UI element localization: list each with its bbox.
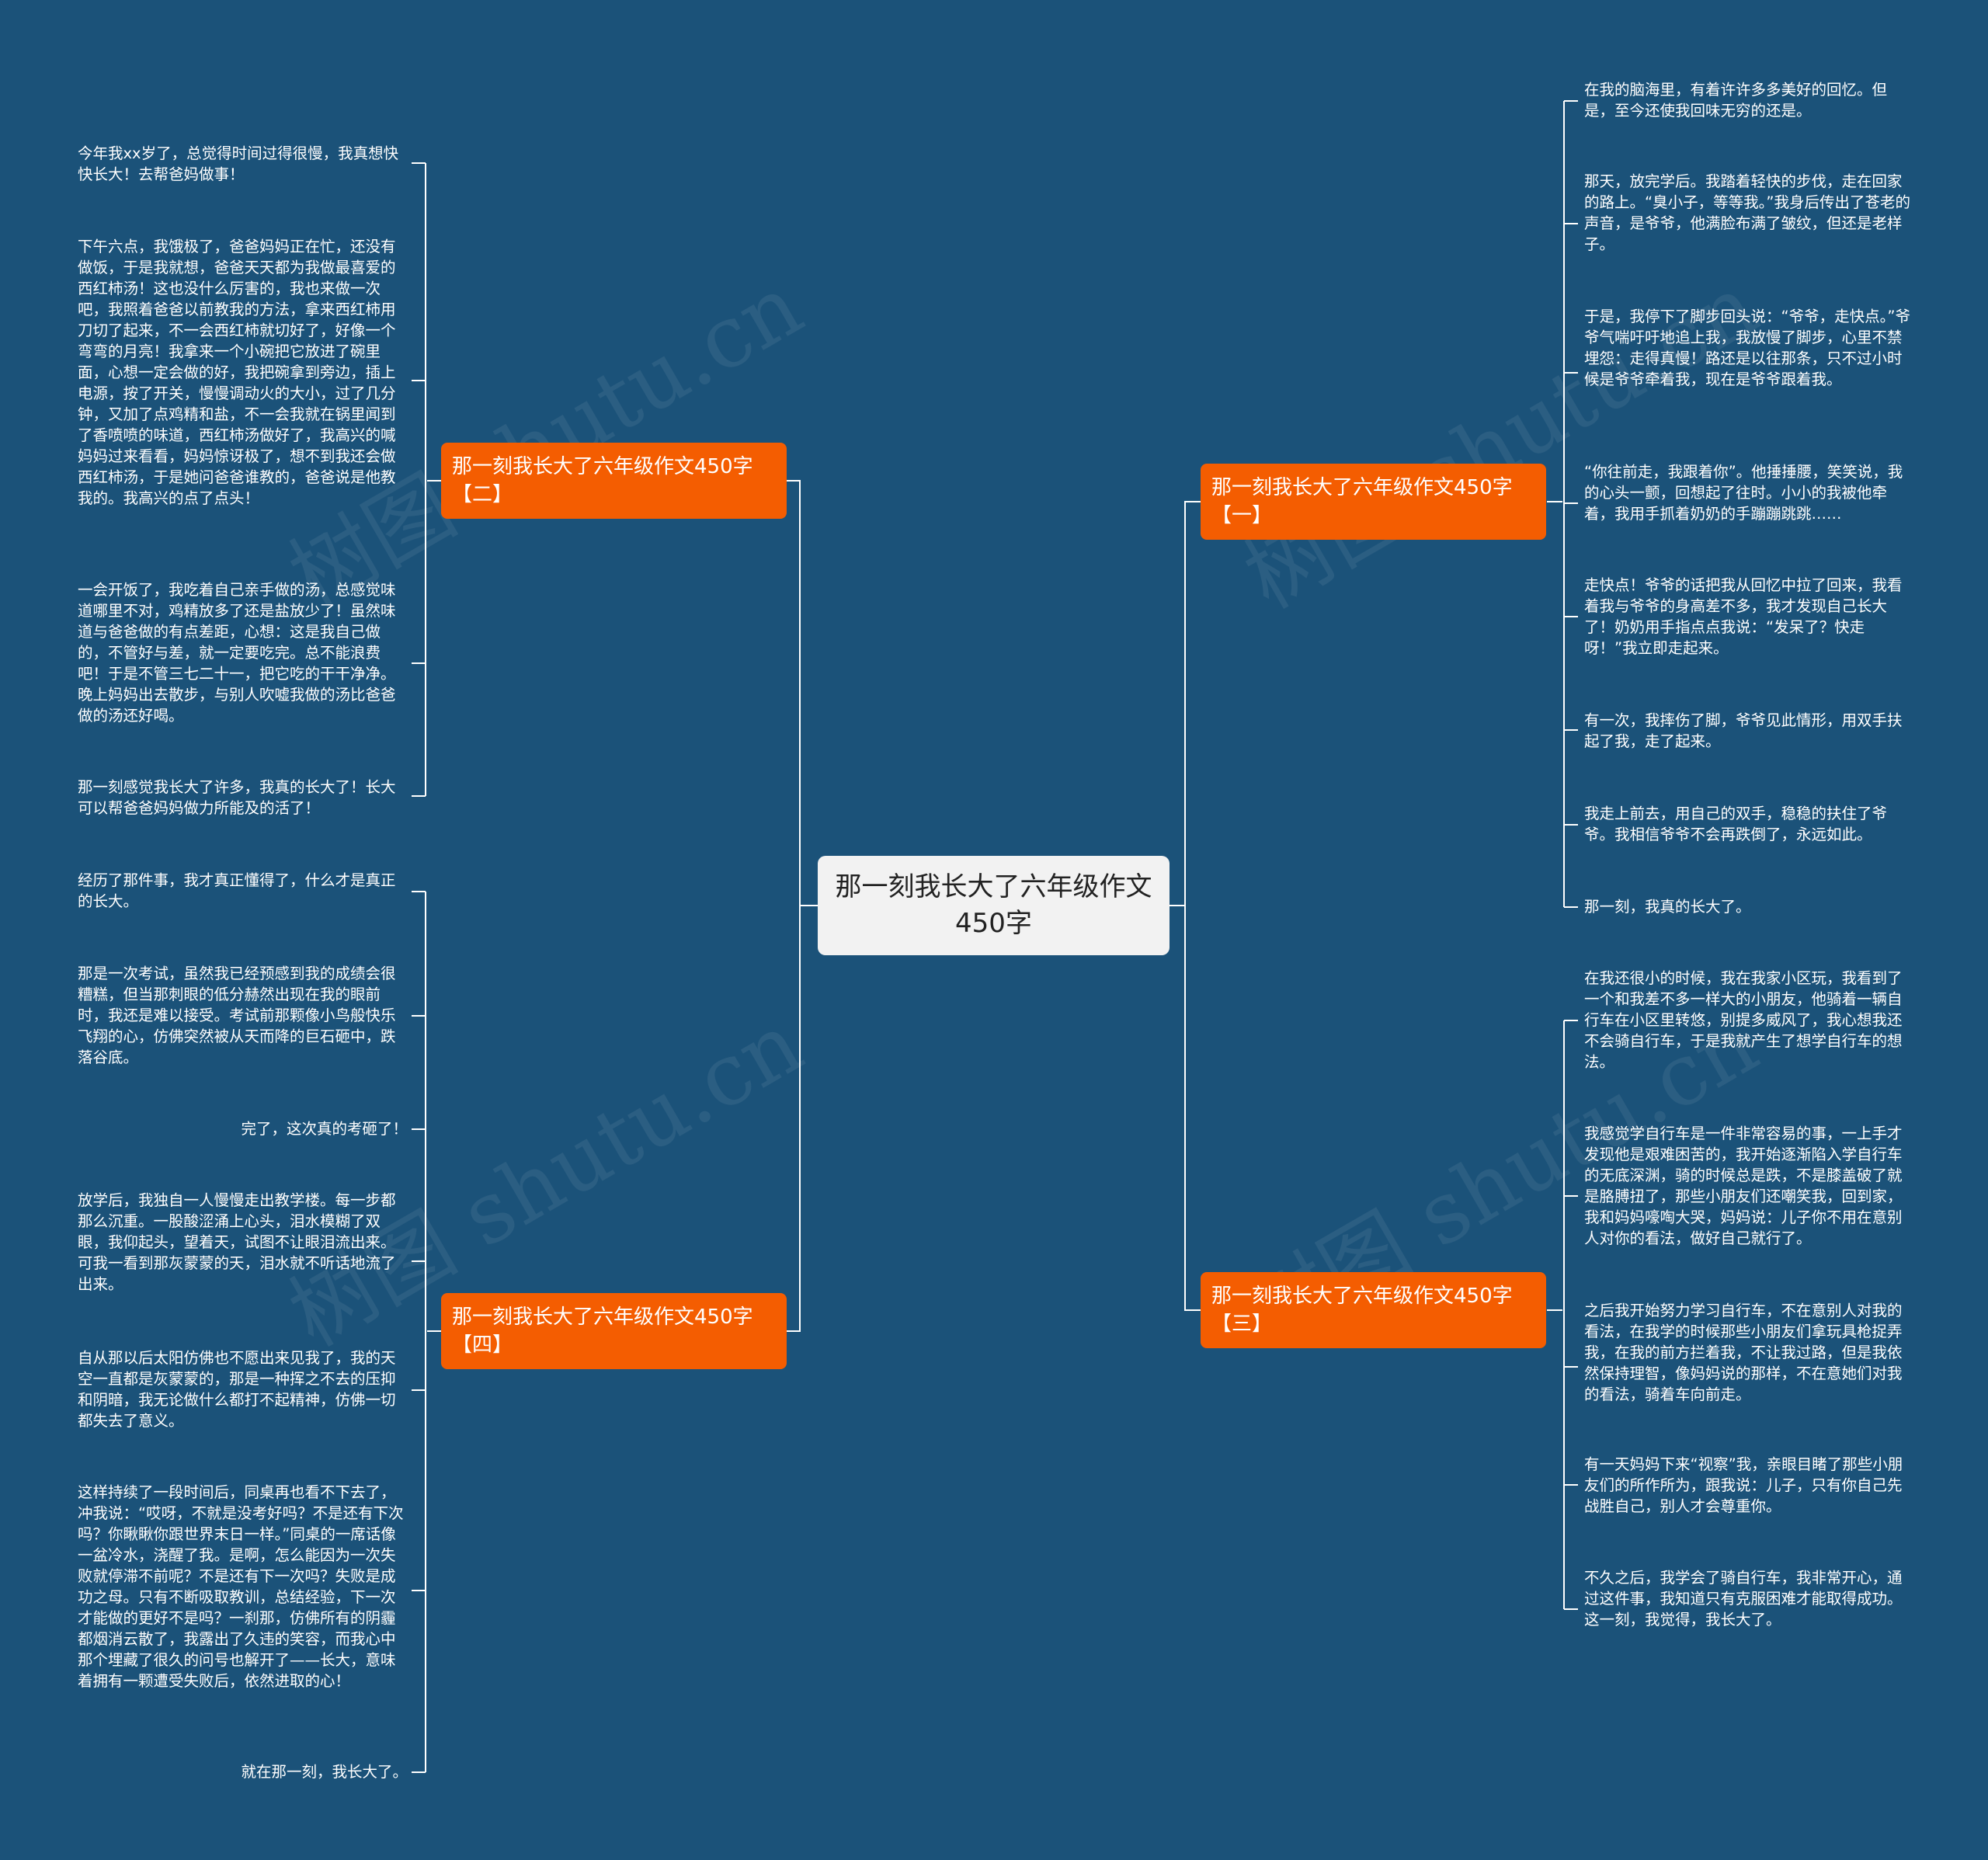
- leaf-text: 在我还很小的时候，我在我家小区玩，我看到了一个和我差不多一样大的小朋友，他骑着一…: [1584, 969, 1903, 1071]
- branch-topic-3[interactable]: 那一刻我长大了六年级作文450字【三】: [1201, 1272, 1546, 1348]
- leaf-text: 不久之后，我学会了骑自行车，我非常开心，通过这件事，我知道只有克服困难才能取得成…: [1584, 1569, 1903, 1629]
- leaf-text: 这样持续了一段时间后，同桌再也看不下去了，冲我说：“哎呀，不就是没考好吗？不是还…: [78, 1483, 404, 1690]
- connector-line: [787, 906, 801, 1332]
- root-topic[interactable]: 那一刻我长大了六年级作文450字: [818, 856, 1170, 955]
- leaf-text: 我走上前去，用自己的双手，稳稳的扶住了爷爷。我相信爷爷不会再跌倒了，永远如此。: [1584, 805, 1888, 843]
- leaf-text: 下午六点，我饿极了，爸爸妈妈正在忙，还没有做饭，于是我就想，爸爸天天都为我做最喜…: [78, 238, 396, 507]
- leaf-text: 今年我xx岁了，总觉得时间过得很慢，我真想快快长大！去帮爸妈做事！: [78, 144, 399, 183]
- leaf-text: 那一刻感觉我长大了许多，我真的长大了！长大可以帮爸爸妈妈做力所能及的活了！: [78, 778, 396, 817]
- leaf-text: 之后我开始努力学习自行车，不在意别人对我的看法，在我学的时候那些小朋友们拿玩具枪…: [1584, 1302, 1903, 1403]
- branch-topic-label: 那一刻我长大了六年级作文450字【二】: [452, 455, 753, 506]
- leaf-text: 走快点！爷爷的话把我从回忆中拉了回来，我看着我与爷爷的身高差不多，我才发现自己长…: [1584, 576, 1903, 657]
- leaf-text: 那一刻，我真的长大了。: [1584, 898, 1751, 916]
- branch-topic-4[interactable]: 那一刻我长大了六年级作文450字【四】: [441, 1293, 787, 1369]
- leaf-text: 我感觉学自行车是一件非常容易的事，一上手才发现他是艰难困苦的，我开始逐渐陷入学自…: [1584, 1125, 1903, 1247]
- leaf-text: 那是一次考试，虽然我已经预感到我的成绩会很糟糕，但当那刺眼的低分赫然出现在我的眼…: [78, 965, 396, 1066]
- leaf-text: 一会开饭了，我吃着自己亲手做的汤，总感觉味道哪里不对，鸡精放多了还是盐放少了！虽…: [78, 581, 396, 725]
- leaf-text: 于是，我停下了脚步回头说：“爷爷，走快点。”爷爷气喘吁吁地追上我，我放慢了脚步，…: [1584, 308, 1910, 388]
- leaf-text: 完了，这次真的考砸了！: [241, 1120, 408, 1138]
- leaf-text: 经历了那件事，我才真正懂得了，什么才是真正的长大。: [78, 871, 396, 910]
- leaf-text: 那天，放完学后。我踏着轻快的步伐，走在回家的路上。“臭小子，等等我。”我身后传出…: [1584, 172, 1910, 253]
- leaf-text: 有一天妈妈下来“视察”我，亲眼目睹了那些小朋友们的所作所为，跟我说：儿子，只有你…: [1584, 1455, 1903, 1515]
- leaf-text: 有一次，我摔伤了脚，爷爷见此情形，用双手扶起了我，走了起来。: [1584, 711, 1903, 750]
- leaf-text: 在我的脑海里，有着许许多多美好的回忆。但是，至今还使我回味无穷的还是。: [1584, 81, 1888, 120]
- branch-topic-1[interactable]: 那一刻我长大了六年级作文450字【一】: [1201, 464, 1546, 540]
- leaf-text: 自从那以后太阳仿佛也不愿出来见我了，我的天空一直都是灰蒙蒙的，那是一种挥之不去的…: [78, 1349, 396, 1430]
- connector-line: [1184, 906, 1201, 1311]
- root-topic-label: 那一刻我长大了六年级作文450字: [835, 871, 1152, 939]
- connector-line: [1170, 501, 1201, 906]
- branch-topic-2[interactable]: 那一刻我长大了六年级作文450字【二】: [441, 443, 787, 519]
- leaf-text: 就在那一刻，我长大了。: [241, 1763, 408, 1781]
- branch-topic-label: 那一刻我长大了六年级作文450字【四】: [452, 1305, 753, 1357]
- leaf-text: 放学后，我独自一人慢慢走出教学楼。每一步都那么沉重。一股酸涩涌上心头，泪水模糊了…: [78, 1191, 396, 1293]
- leaf-text: “你往前走，我跟着你”。他捶捶腰，笑笑说，我的心头一颤，回想起了往时。小小的我被…: [1584, 463, 1903, 523]
- branch-topic-label: 那一刻我长大了六年级作文450字【一】: [1211, 476, 1513, 527]
- connector-line: [787, 480, 818, 906]
- branch-topic-label: 那一刻我长大了六年级作文450字【三】: [1211, 1285, 1513, 1336]
